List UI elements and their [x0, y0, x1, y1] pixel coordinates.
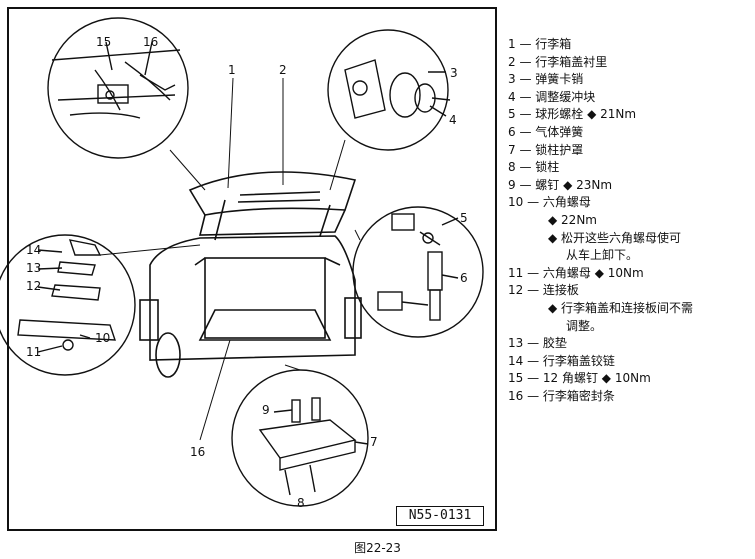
callout-16: 16 [190, 445, 205, 459]
legend-item-8: 8 — 锁柱 [508, 160, 560, 175]
legend-item-12: 12 — 连接板 [508, 283, 579, 298]
legend-item-14: 14 — 行李箱盖铰链 [508, 353, 615, 368]
callout-14: 14 [26, 243, 41, 257]
legend-item-16: 16 — 行李箱密封条 [508, 388, 615, 403]
detail-hinge-left [0, 234, 136, 376]
legend-item-7: 7 — 锁柱护罩 [508, 142, 584, 157]
callout-6: 6 [460, 271, 468, 285]
callout-1: 1 [228, 63, 236, 77]
legend-item-4: 4 — 调整缓冲块 [508, 89, 596, 104]
legend-item-15: 15 — 12 角螺钉 ◆ 10Nm [508, 371, 651, 386]
callout-16-top: 16 [143, 35, 158, 49]
legend-note-10b: ◆ 松开这些六角螺母使可 [548, 230, 682, 245]
legend-item-9: 9 — 螺钉 ◆ 23Nm [508, 177, 613, 192]
legend-note-10c: 从车上卸下。 [566, 248, 639, 263]
callout-5: 5 [460, 211, 468, 225]
legend-item-10: 10 — 六角螺母 [508, 195, 591, 210]
callout-15: 15 [96, 35, 111, 49]
callout-3: 3 [450, 66, 458, 80]
legend-item-1: 1 — 行李箱 [508, 37, 572, 51]
legend-note-12b: 调整。 [566, 318, 603, 333]
callout-12: 12 [26, 279, 41, 293]
detail-buffer-top [327, 29, 451, 151]
legend-item-2: 2 — 行李箱盖衬里 [508, 54, 608, 69]
callout-11: 11 [26, 345, 41, 359]
legend-item-11: 11 — 六角螺母 ◆ 10Nm [508, 265, 644, 280]
legend-item-13: 13 — 胶垫 [508, 336, 567, 351]
detail-lock-striker [231, 369, 369, 507]
detail-gas-spring [352, 206, 484, 338]
callout-7: 7 [370, 435, 378, 449]
legend-item-3: 3 — 弹簧卡销 [508, 72, 584, 87]
callout-8: 8 [297, 496, 305, 510]
callout-9: 9 [262, 403, 270, 417]
legend-item-6: 6 — 气体弹簧 [508, 124, 584, 139]
detail-hinge-top [47, 17, 189, 159]
figure-caption: 图22-23 [354, 541, 401, 555]
leader-lines [99, 77, 361, 441]
callout-10: 10 [95, 331, 110, 345]
callout-4: 4 [449, 113, 457, 127]
callout-2: 2 [279, 63, 287, 77]
legend-note-12a: ◆ 行李箱盖和连接板间不需 [548, 300, 694, 315]
legend-note-10a: ◆ 22Nm [548, 212, 597, 227]
legend-item-5: 5 — 球形螺栓 ◆ 21Nm [508, 107, 637, 122]
callout-13: 13 [26, 261, 41, 275]
figure-code-box: N55-0131 [396, 506, 484, 526]
car-rear-view [139, 171, 362, 378]
diagram-frame [7, 7, 497, 531]
parts-legend: 1 — 行李箱 2 — 行李箱盖衬里 3 — 弹簧卡销 4 — 调整缓冲块 5 … [508, 36, 753, 405]
callout-labels: 15 16 1 2 3 4 5 6 7 8 9 10 11 12 13 14 1… [26, 35, 468, 510]
